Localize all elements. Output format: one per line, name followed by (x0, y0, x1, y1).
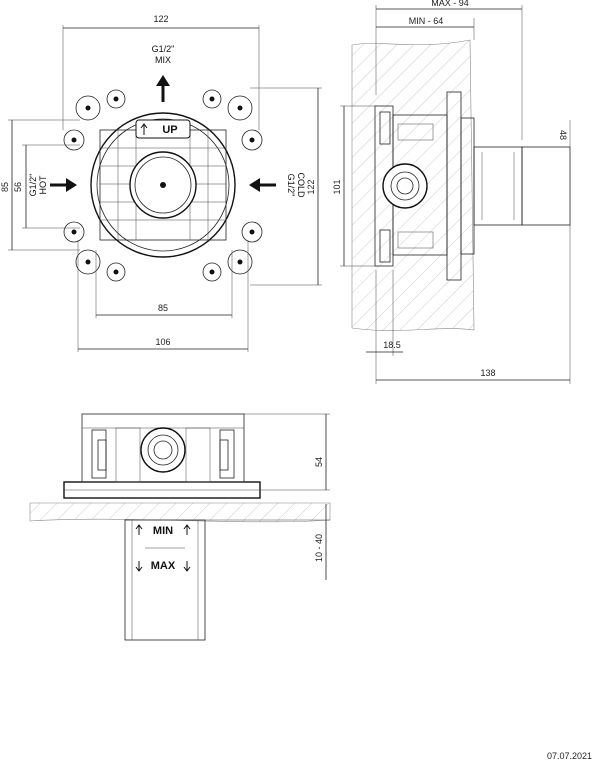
max-down-arrow-icon-right (183, 561, 191, 572)
cold-label: COLD (296, 172, 306, 198)
up-arrow-icon (140, 123, 148, 135)
hot-thread-label: G1/2" (28, 174, 38, 197)
front-view: 122 G1/2" MIX (0, 14, 322, 352)
up-label: UP (162, 124, 177, 136)
dim-54: 54 (314, 457, 324, 467)
dim-106-bottom: 106 (155, 337, 170, 347)
dim-122-right: 122 (306, 179, 316, 194)
side-view: MAX - 94 MIN - 64 48 101 (332, 0, 571, 384)
mix-label: MIX (155, 55, 171, 65)
dim-138: 138 (480, 368, 495, 378)
body-grid (99, 129, 227, 241)
dim-122-top: 122 (153, 14, 168, 24)
drawing-date: 07.07.2021 (546, 751, 592, 761)
mix-arrow-icon (156, 75, 170, 102)
mounting-plate (63, 89, 263, 282)
dim-85-bottom: 85 (158, 303, 168, 313)
max-label: MAX (151, 560, 176, 572)
dim-85-left: 85 (0, 182, 10, 192)
dim-min-64: MIN - 64 (409, 16, 444, 26)
up-badge: UP (135, 119, 191, 139)
hot-label: HOT (38, 175, 48, 195)
cold-arrow-icon (249, 178, 276, 192)
dim-56-left: 56 (13, 182, 23, 192)
min-up-arrow-icon (135, 524, 143, 535)
dim-diameter-48: 48 (558, 130, 568, 140)
mix-thread-label: G1/2" (152, 44, 175, 54)
min-up-arrow-icon-right (183, 524, 191, 535)
dim-101: 101 (332, 179, 342, 194)
dim-max-94: MAX - 94 (431, 0, 469, 8)
dim-18-5: 18.5 (383, 340, 401, 350)
cold-thread-label: G1/2" (286, 174, 296, 197)
side-valve-body (374, 91, 571, 281)
min-label: MIN (153, 525, 173, 537)
dim-10-40: 10 - 40 (314, 534, 324, 562)
hot-arrow-icon (50, 178, 77, 192)
max-down-arrow-icon (135, 561, 143, 572)
bottom-view: MIN MAX 54 10 - 40 (29, 413, 331, 641)
